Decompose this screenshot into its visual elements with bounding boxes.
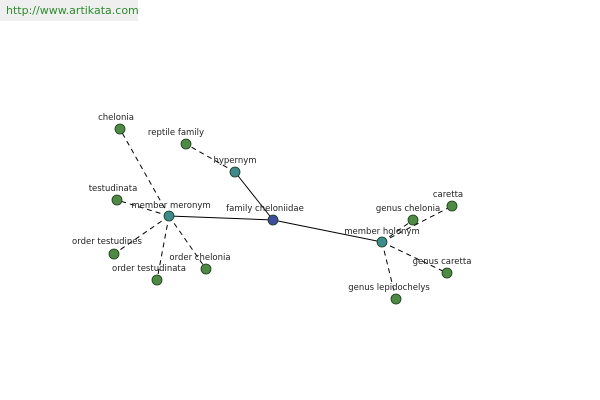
node-meronym[interactable] <box>163 210 175 222</box>
graph-edges <box>113 128 453 300</box>
edge-testudinata <box>116 199 170 217</box>
node-otestudinata[interactable] <box>151 274 163 286</box>
edge-chelonia <box>119 128 170 217</box>
label-family: family cheloniidae <box>226 204 304 214</box>
label-ochelonia: order chelonia <box>169 253 230 263</box>
graph-labels: family cheloniidae hypernym member meronym… <box>72 113 471 293</box>
edge-hypernym <box>234 171 274 221</box>
graph-nodes <box>108 123 458 305</box>
node-reptile[interactable] <box>180 138 192 150</box>
node-gchelonia[interactable] <box>407 214 419 226</box>
site-url[interactable]: http://www.artikata.com <box>0 0 139 21</box>
node-testudinata[interactable] <box>111 194 123 206</box>
label-gcaretta: genus caretta <box>413 257 472 267</box>
label-testudinata: testudinata <box>89 184 138 194</box>
edge-glepido <box>381 241 397 300</box>
node-holonym[interactable] <box>376 236 388 248</box>
edge-caretta <box>381 205 453 243</box>
node-chelonia[interactable] <box>114 123 126 135</box>
label-gchelonia: genus chelonia <box>376 204 440 214</box>
node-glepido[interactable] <box>390 293 402 305</box>
node-testudines[interactable] <box>108 248 120 260</box>
label-meronym: member meronym <box>131 201 210 211</box>
node-ochelonia[interactable] <box>200 263 212 275</box>
label-hypernym: hypernym <box>213 156 256 166</box>
label-holonym: member holonym <box>344 227 419 237</box>
edge-meronym <box>168 215 274 221</box>
edge-otestudinata <box>156 215 170 281</box>
edge-testudines <box>113 215 170 255</box>
edge-ochelonia <box>168 215 207 270</box>
edge-holonym <box>272 219 383 243</box>
node-gcaretta[interactable] <box>441 267 453 279</box>
label-otestudinata: order testudinata <box>112 264 186 274</box>
edge-gcaretta <box>381 241 448 274</box>
label-reptile: reptile family <box>148 128 204 138</box>
label-chelonia: chelonia <box>98 113 134 123</box>
edge-gchelonia <box>381 219 414 243</box>
label-glepido: genus lepidochelys <box>348 283 430 293</box>
label-testudines: order testudines <box>72 237 142 247</box>
node-hypernym[interactable] <box>229 166 241 178</box>
edge-reptile <box>185 143 236 173</box>
node-family[interactable] <box>267 214 279 226</box>
node-caretta[interactable] <box>446 200 458 212</box>
label-caretta: caretta <box>433 190 463 200</box>
